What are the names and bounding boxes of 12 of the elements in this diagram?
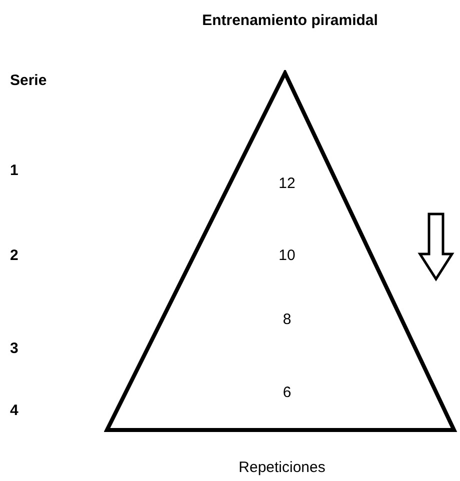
axis-label: Repeticiones <box>238 459 326 477</box>
series-number: 1 <box>10 162 18 180</box>
column-heading: Serie <box>10 72 47 90</box>
repetition-count: 10 <box>278 247 296 265</box>
repetition-count: 6 <box>282 384 292 402</box>
diagram-title: Entrenamiento piramidal <box>201 12 379 30</box>
series-number: 3 <box>10 340 18 358</box>
series-number: 2 <box>10 247 18 265</box>
pyramid-triangle <box>104 70 458 434</box>
series-number: 4 <box>10 402 18 420</box>
repetition-count: 8 <box>282 311 292 329</box>
repetition-count: 12 <box>278 175 296 193</box>
